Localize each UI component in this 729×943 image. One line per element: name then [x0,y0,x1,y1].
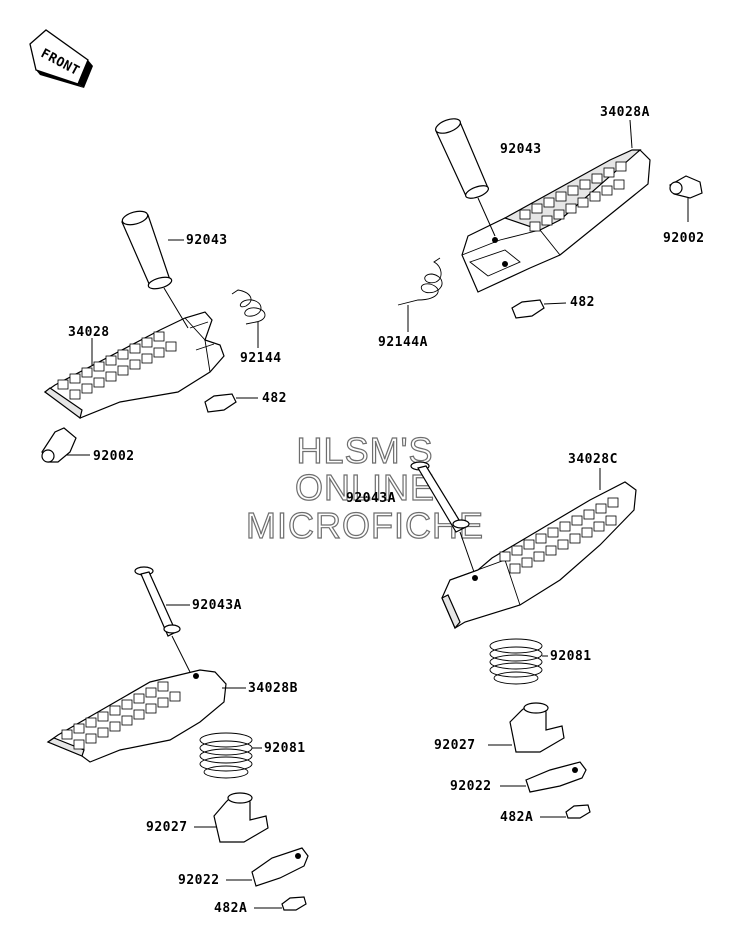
label-92022-mid-right: 92022 [450,779,492,794]
label-482-top-left: 482 [262,391,287,406]
label-34028: 34028 [68,325,110,340]
pin-92043-top-left [121,210,189,329]
label-92043A-lower-left: 92043A [192,598,242,613]
watermark: HLSM'S ONLINE MICROFICHE [245,429,483,546]
plate-92022-mid-right [500,761,587,793]
watermark-line-2: ONLINE [295,467,435,508]
label-92043A-mid-right: 92043A [346,491,396,506]
clip-482A-lower-left [254,896,307,911]
footpeg-34028A [461,149,651,293]
label-34028B: 34028B [248,681,298,696]
label-482A-lower-left: 482A [214,901,247,916]
label-34028A: 34028A [600,105,650,120]
footpeg-assembly-mid-right [410,461,637,819]
footpeg-34028 [43,311,225,420]
label-482A-mid-right: 482A [500,810,533,825]
spring-92081-lower-left [199,732,262,779]
label-34028C: 34028C [568,452,618,467]
footpeg-34028B [46,669,246,763]
footpeg-assembly-lower-left [46,566,309,911]
label-92043-top-left: 92043 [186,233,228,248]
spring-92144 [231,289,266,348]
label-92043-top-right: 92043 [500,142,542,157]
label-92002-top-left: 92002 [93,449,135,464]
clip-482A-mid-right [540,804,591,819]
footpeg-assembly-top-left [41,210,266,463]
label-92144: 92144 [240,351,282,366]
label-92144A: 92144A [378,335,428,350]
part-labels: 34028A 92043 92002 92144A 482 34028 9204… [68,105,705,916]
rubber-92002-top-right [669,175,703,222]
label-92002-top-right: 92002 [663,231,705,246]
label-92081-mid-right: 92081 [550,649,592,664]
footpeg-34028C [441,468,637,630]
holder-92027-lower-left [194,792,269,843]
pin-92043A-mid-right [410,461,475,573]
plate-92022-lower-left [226,847,309,887]
footpeg-assembly-top-right [397,118,703,332]
label-92081-lower-left: 92081 [264,741,306,756]
pin-92043A-lower-left [134,566,191,673]
rubber-92002-top-left [41,427,90,463]
front-arrow-icon: FRONT [29,29,93,88]
spring-92081-mid-right [489,638,548,685]
watermark-line-1: HLSM'S [297,430,434,471]
holder-92027-mid-right [488,702,565,753]
label-92022-lower-left: 92022 [178,873,220,888]
spring-92144A [397,257,443,332]
clip-482-top-left [204,393,258,413]
label-482-top-right: 482 [570,295,595,310]
pin-92043-top-right [435,118,496,237]
label-92027-lower-left: 92027 [146,820,188,835]
label-92027-mid-right: 92027 [434,738,476,753]
clip-482-top-right [511,299,567,319]
